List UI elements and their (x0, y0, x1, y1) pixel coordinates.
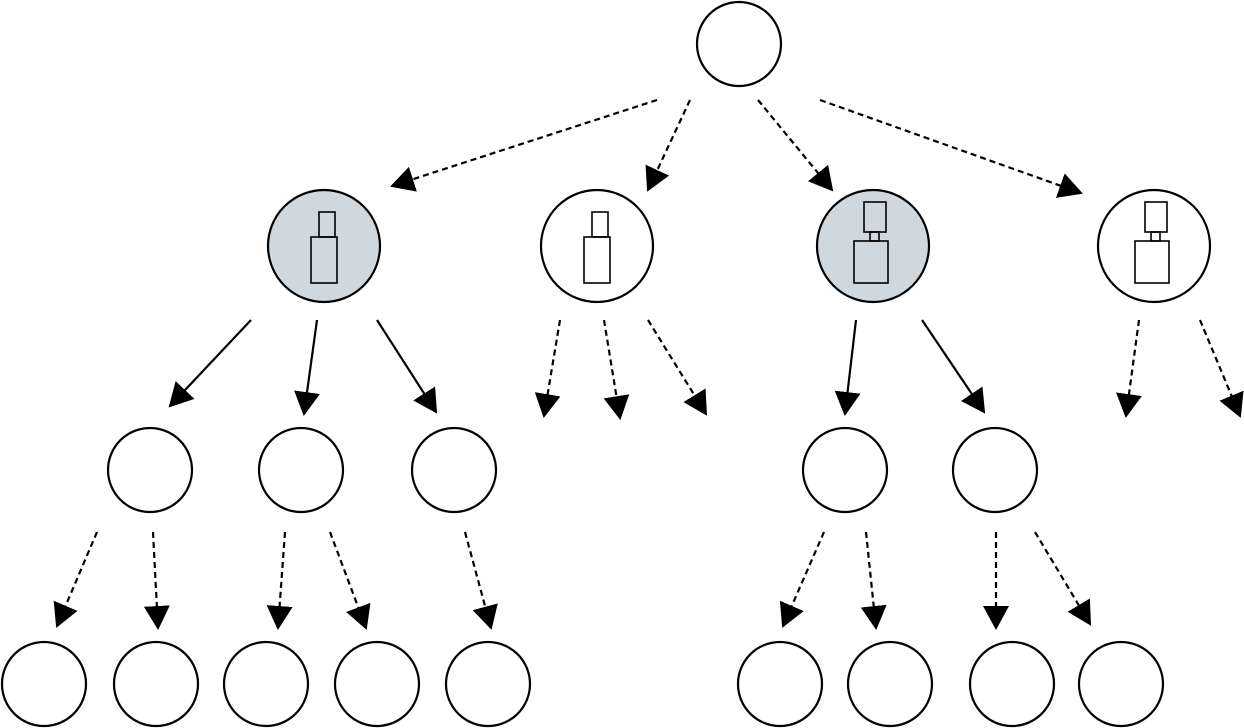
node-circle (222, 640, 310, 728)
node-circle (444, 640, 532, 728)
tree-node-l1-c (815, 188, 931, 304)
dashed-arrow-l2-a3-l3-5 (463, 531, 498, 630)
node-circle (0, 640, 88, 728)
node-circle (968, 640, 1056, 728)
solid-arrow-l1-a-l2-a3 (376, 319, 438, 414)
tree-node-l2-c2 (951, 426, 1039, 514)
highlighted-node-circle (815, 188, 931, 304)
edges-layer (53, 98, 1244, 630)
dashed-arrow-root-l1-a (390, 98, 658, 192)
node-circle (106, 426, 194, 514)
node-circle (333, 640, 421, 728)
node-circle (1077, 640, 1165, 728)
dashed-arrow-l1-d-unexpanded-13 (1198, 319, 1244, 418)
tree-node-l1-a (266, 188, 382, 304)
node-circle (257, 426, 345, 514)
solid-arrow-l1-a-l2-a2 (294, 319, 320, 416)
dashed-arrow-l2-a1-l3-2 (143, 531, 170, 630)
tree-node-l2-c1 (801, 426, 889, 514)
node-circle (112, 640, 200, 728)
node-circle (736, 640, 824, 728)
dashed-arrow-l2-c2-l3-9 (1034, 531, 1092, 626)
node-circle (801, 426, 889, 514)
tree-node-l3-7 (846, 640, 934, 728)
node-circle (695, 0, 783, 88)
dashed-arrow-l1-b-unexpanded-9 (647, 319, 708, 416)
dashed-arrow-l1-b-unexpanded-7 (534, 319, 562, 418)
tree-node-l2-a2 (257, 426, 345, 514)
stacked-blocks-offset-icon (583, 211, 611, 284)
dashed-arrow-root-l1-c (757, 99, 834, 192)
tree-node-l3-3 (222, 640, 310, 728)
tree-node-l3-5 (444, 640, 532, 728)
node-circle (539, 188, 655, 304)
stacked-blocks-offset-icon (310, 211, 338, 284)
solid-arrow-l1-a-l2-a1 (168, 319, 252, 408)
tree-node-l3-4 (333, 640, 421, 728)
tree-node-l3-6 (736, 640, 824, 728)
dashed-arrow-l2-a2-l3-4 (328, 531, 371, 630)
tree-node-l3-1 (0, 640, 88, 728)
dashed-arrow-l2-c1-l3-7 (860, 531, 887, 630)
stacked-blocks-connected-icon (1134, 201, 1170, 284)
dashed-arrow-l2-a1-l3-1 (53, 531, 99, 628)
highlighted-node-circle (266, 188, 382, 304)
solid-arrow-l1-c-l2-c1 (834, 319, 861, 416)
tree-node-l3-8 (968, 640, 1056, 728)
dashed-arrow-l1-b-unexpanded-8 (602, 319, 630, 420)
tree-node-l3-2 (112, 640, 200, 728)
dashed-arrow-l2-c1-l3-6 (779, 531, 826, 628)
dashed-arrow-root-l1-b (645, 99, 691, 192)
node-circle (846, 640, 934, 728)
node-circle (410, 426, 498, 514)
tree-node-root (695, 0, 783, 88)
dashed-arrow-l2-a2-l3-3 (266, 531, 293, 630)
node-circle (951, 426, 1039, 514)
tree-node-l2-a1 (106, 426, 194, 514)
nodes-layer (0, 0, 1212, 728)
tree-node-l1-d (1096, 188, 1212, 304)
tree-node-l3-9 (1077, 640, 1165, 728)
node-circle (1096, 188, 1212, 304)
dashed-arrow-root-l1-d (819, 98, 1083, 198)
dashed-arrow-l1-d-unexpanded-12 (1116, 319, 1142, 418)
tree-node-l1-b (539, 188, 655, 304)
solid-arrow-l1-c-l2-c2 (921, 319, 986, 414)
stacked-blocks-connected-icon (853, 201, 889, 284)
tree-node-l2-a3 (410, 426, 498, 514)
